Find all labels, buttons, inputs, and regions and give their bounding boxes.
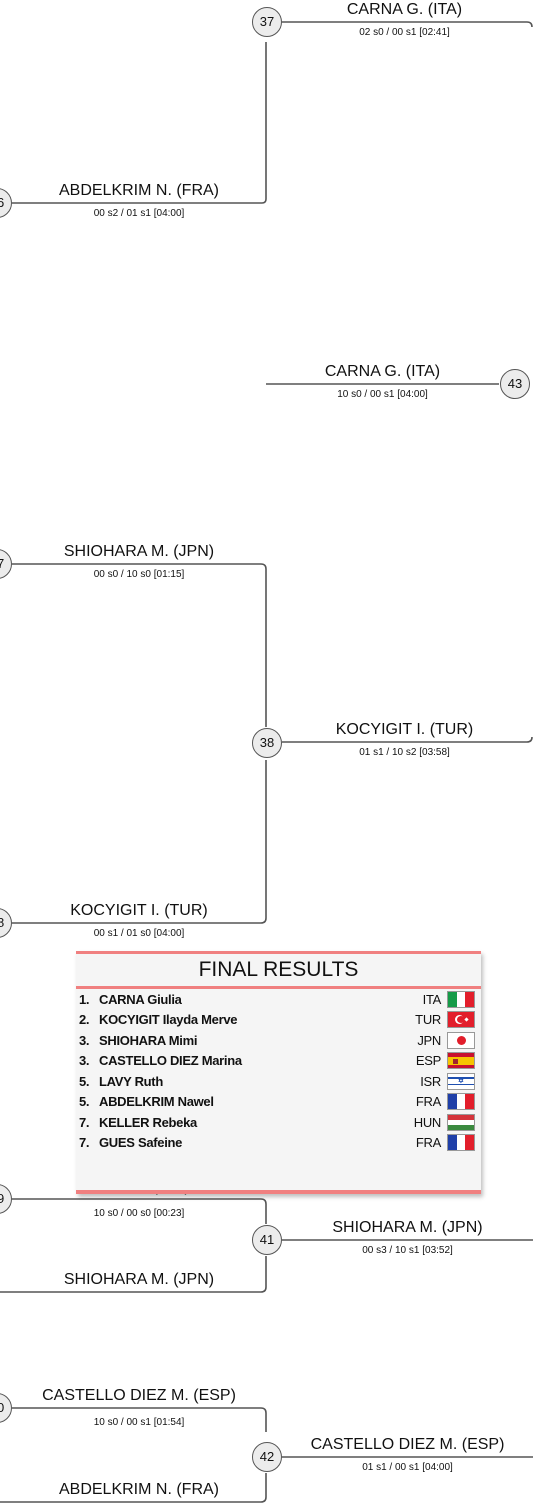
result-country: ISR [420,1073,441,1089]
winner-name: CASTELLO DIEZ M. (ESP) [310,1436,505,1453]
match-score: 10 s0 / 00 s1 [01:54] [93,1417,185,1428]
final-results-panel: FINAL RESULTS 1. CARNA Giulia ITA 2. KOCYIGI… [76,951,481,1194]
result-place: 2. [79,1012,90,1028]
result-country: FRA [415,1094,441,1110]
result-name: GUES Safeine [99,1135,183,1151]
result-place: 3. [79,1053,90,1069]
result-row: 3. SHIOHARA Mimi JPN [76,1030,481,1051]
result-name: SHIOHARA Mimi [99,1032,198,1048]
flag-israel-icon: ✡ [447,1072,475,1090]
result-name: CASTELLO DIEZ Marina [99,1053,242,1069]
match-score: 00 s1 / 01 s0 [04:00] [93,928,185,939]
match-badge-43[interactable]: 43 [500,369,530,399]
result-country: FRA [415,1135,441,1151]
match-score: 00 s0 / 10 s0 [01:15] [93,569,185,580]
flag-hungary-icon [447,1113,475,1131]
winner-name: KOCYIGIT I. (TUR) [70,902,208,919]
flag-turkey-icon [447,1011,475,1029]
winner-name: SHIOHARA M. (JPN) [332,1219,483,1236]
result-place: 7. [79,1114,90,1130]
match-score: 00 s3 / 10 s1 [03:52] [362,1245,453,1256]
flag-france-icon [447,1093,475,1111]
match-badge-37[interactable]: 37 [252,7,282,37]
match-badge-41[interactable]: 41 [252,1225,282,1255]
match-score: 00 s2 / 01 s1 [04:00] [93,208,185,219]
result-name: LAVY Ruth [99,1073,163,1089]
match-score: 01 s1 / 00 s1 [04:00] [362,1462,453,1473]
panel-footer-bar [76,1190,481,1194]
result-name: KELLER Rebeka [99,1114,197,1130]
flag-france-icon [447,1134,475,1152]
winner-name: ABDELKRIM N. (FRA) [58,182,219,199]
fencer-name: ABDELKRIM N. (FRA) [58,1481,219,1498]
result-row: 5. LAVY Ruth ISR ✡ [76,1071,481,1092]
final-results-title: FINAL RESULTS [76,954,481,989]
fencer-name: SHIOHARA M. (JPN) [63,1271,215,1288]
result-row: 3. CASTELLO DIEZ Marina ESP [76,1051,481,1072]
result-name: KOCYIGIT Ilayda Merve [99,1012,238,1028]
flag-italy-icon [447,990,475,1008]
result-place: 5. [79,1094,90,1110]
result-row: 2. KOCYIGIT Ilayda Merve TUR [76,1010,481,1031]
result-country: ITA [422,991,442,1007]
winner-name: SHIOHARA M. (JPN) [63,543,215,560]
winner-name: CARNA G. (ITA) [346,1,463,18]
match-score: 10 s0 / 00 s0 [00:23] [93,1208,185,1219]
winner-name: CARNA G. (ITA) [324,363,441,380]
result-name: CARNA Giulia [99,991,182,1007]
result-country: JPN [417,1032,441,1048]
match-badge-42[interactable]: 42 [252,1442,282,1472]
result-name: ABDELKRIM Nawel [99,1094,214,1110]
result-row: 1. CARNA Giulia ITA [76,989,481,1010]
result-country: TUR [415,1012,441,1028]
winner-name: KOCYIGIT I. (TUR) [335,721,474,738]
match-score: 01 s1 / 10 s2 [03:58] [359,747,450,758]
match-badge-38[interactable]: 38 [252,728,282,758]
flag-japan-icon [447,1031,475,1049]
result-place: 3. [79,1032,90,1048]
result-row: 7. KELLER Rebeka HUN [76,1112,481,1133]
result-place: 5. [79,1073,90,1089]
flag-spain-icon [447,1052,475,1070]
result-country: ESP [415,1053,441,1069]
result-place: 7. [79,1135,90,1151]
match-score: 10 s0 / 00 s1 [04:00] [337,389,428,400]
result-row: 7. GUES Safeine FRA [76,1133,481,1154]
match-score: 02 s0 / 00 s1 [02:41] [359,27,450,38]
result-row: 5. ABDELKRIM Nawel FRA [76,1092,481,1113]
result-country: HUN [413,1114,442,1130]
winner-name: CASTELLO DIEZ M. (ESP) [42,1387,236,1404]
result-place: 1. [79,991,90,1007]
